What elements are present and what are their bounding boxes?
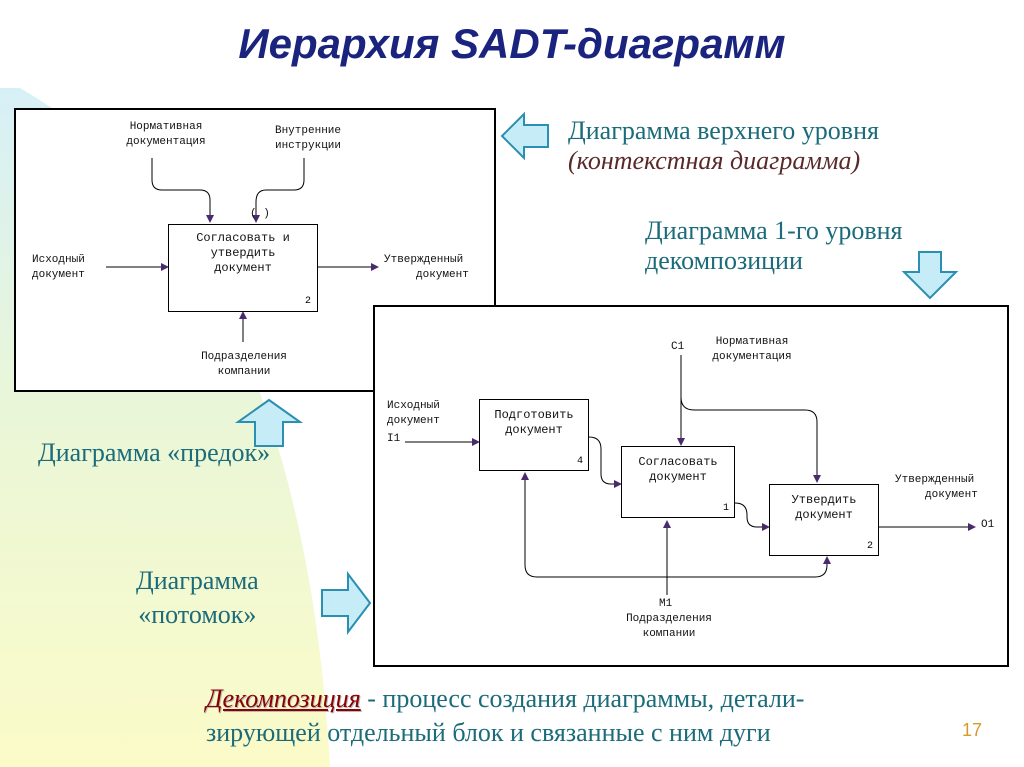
decomp-input-code: I1 <box>387 433 401 445</box>
context-box-number: 2 <box>304 296 311 307</box>
right-arrow-icon <box>321 571 372 635</box>
decomp-control-code: C1 <box>671 341 685 353</box>
arrow-b-to-c <box>734 502 770 531</box>
caption-child: Диаграмма «потомок» <box>136 566 259 629</box>
definition-term: Декомпозиция <box>206 684 361 713</box>
activity-box-approve: Утвердить документ 2 <box>769 484 879 556</box>
context-diagram-arrows <box>106 158 379 342</box>
context-control-label-1: Нормативная документация <box>126 121 206 148</box>
box-approve-number: 2 <box>866 541 873 552</box>
arrow-a-to-b <box>588 436 622 488</box>
decomp-output-code: O1 <box>981 519 995 531</box>
activity-box-agree: Согласовать документ 1 <box>621 446 735 518</box>
slide-title: Иерархия SADT-диаграмм <box>238 20 786 67</box>
definition-text: Декомпозиция - процесс создания диаграмм… <box>206 684 805 747</box>
decomp-mechanism-code: M1 <box>659 598 673 610</box>
activity-box-prepare: Подготовить документ 4 <box>479 399 589 471</box>
decomp-output-label: Утвержденный документ <box>895 474 978 501</box>
context-control-label-2: Внутренние инструкции <box>274 125 341 152</box>
down-arrow-icon <box>901 251 959 300</box>
context-activity-box: Согласовать и утвердить документ 2 <box>168 224 318 312</box>
caption-first-level: Диаграмма 1-го уровня декомпозиции <box>645 216 903 275</box>
up-arrow-icon <box>234 398 304 447</box>
control-arrow-normative <box>151 158 214 223</box>
decomp-input-label: Исходный документ <box>387 400 440 427</box>
tunnel-mark: ( ) <box>250 208 270 220</box>
control-to-c <box>680 396 821 483</box>
box-prepare-number: 4 <box>576 456 583 467</box>
mechanism-to-c <box>667 556 831 578</box>
decomposition-diagram: C1 Нормативная документация Исходный док… <box>373 305 1009 667</box>
caption-top-level: Диаграмма верхнего уровня (контекстная д… <box>568 116 879 175</box>
context-input-label: Исходный документ <box>32 254 85 281</box>
activity-box-prepare-label: Подготовить документ <box>494 408 574 437</box>
slide-number: 17 <box>962 720 983 740</box>
context-activity-label: Согласовать и утвердить документ <box>196 231 290 275</box>
caption-parent: Диаграмма «предок» <box>38 438 271 467</box>
mechanism-to-a <box>521 472 667 578</box>
context-mechanism-label: Подразделения компании <box>201 351 287 378</box>
decomposition-diagram-arrows <box>405 355 976 595</box>
decomp-mechanism-label: Подразделения компании <box>626 613 712 640</box>
context-output-label: Утвержденный документ <box>384 254 469 281</box>
activity-box-agree-label: Согласовать документ <box>638 455 718 484</box>
box-agree-number: 1 <box>722 503 729 514</box>
decomp-control-label: Нормативная документация <box>712 336 792 363</box>
control-arrow-instructions <box>252 158 305 223</box>
activity-box-approve-label: Утвердить документ <box>791 493 857 522</box>
left-arrow-icon <box>500 111 549 161</box>
